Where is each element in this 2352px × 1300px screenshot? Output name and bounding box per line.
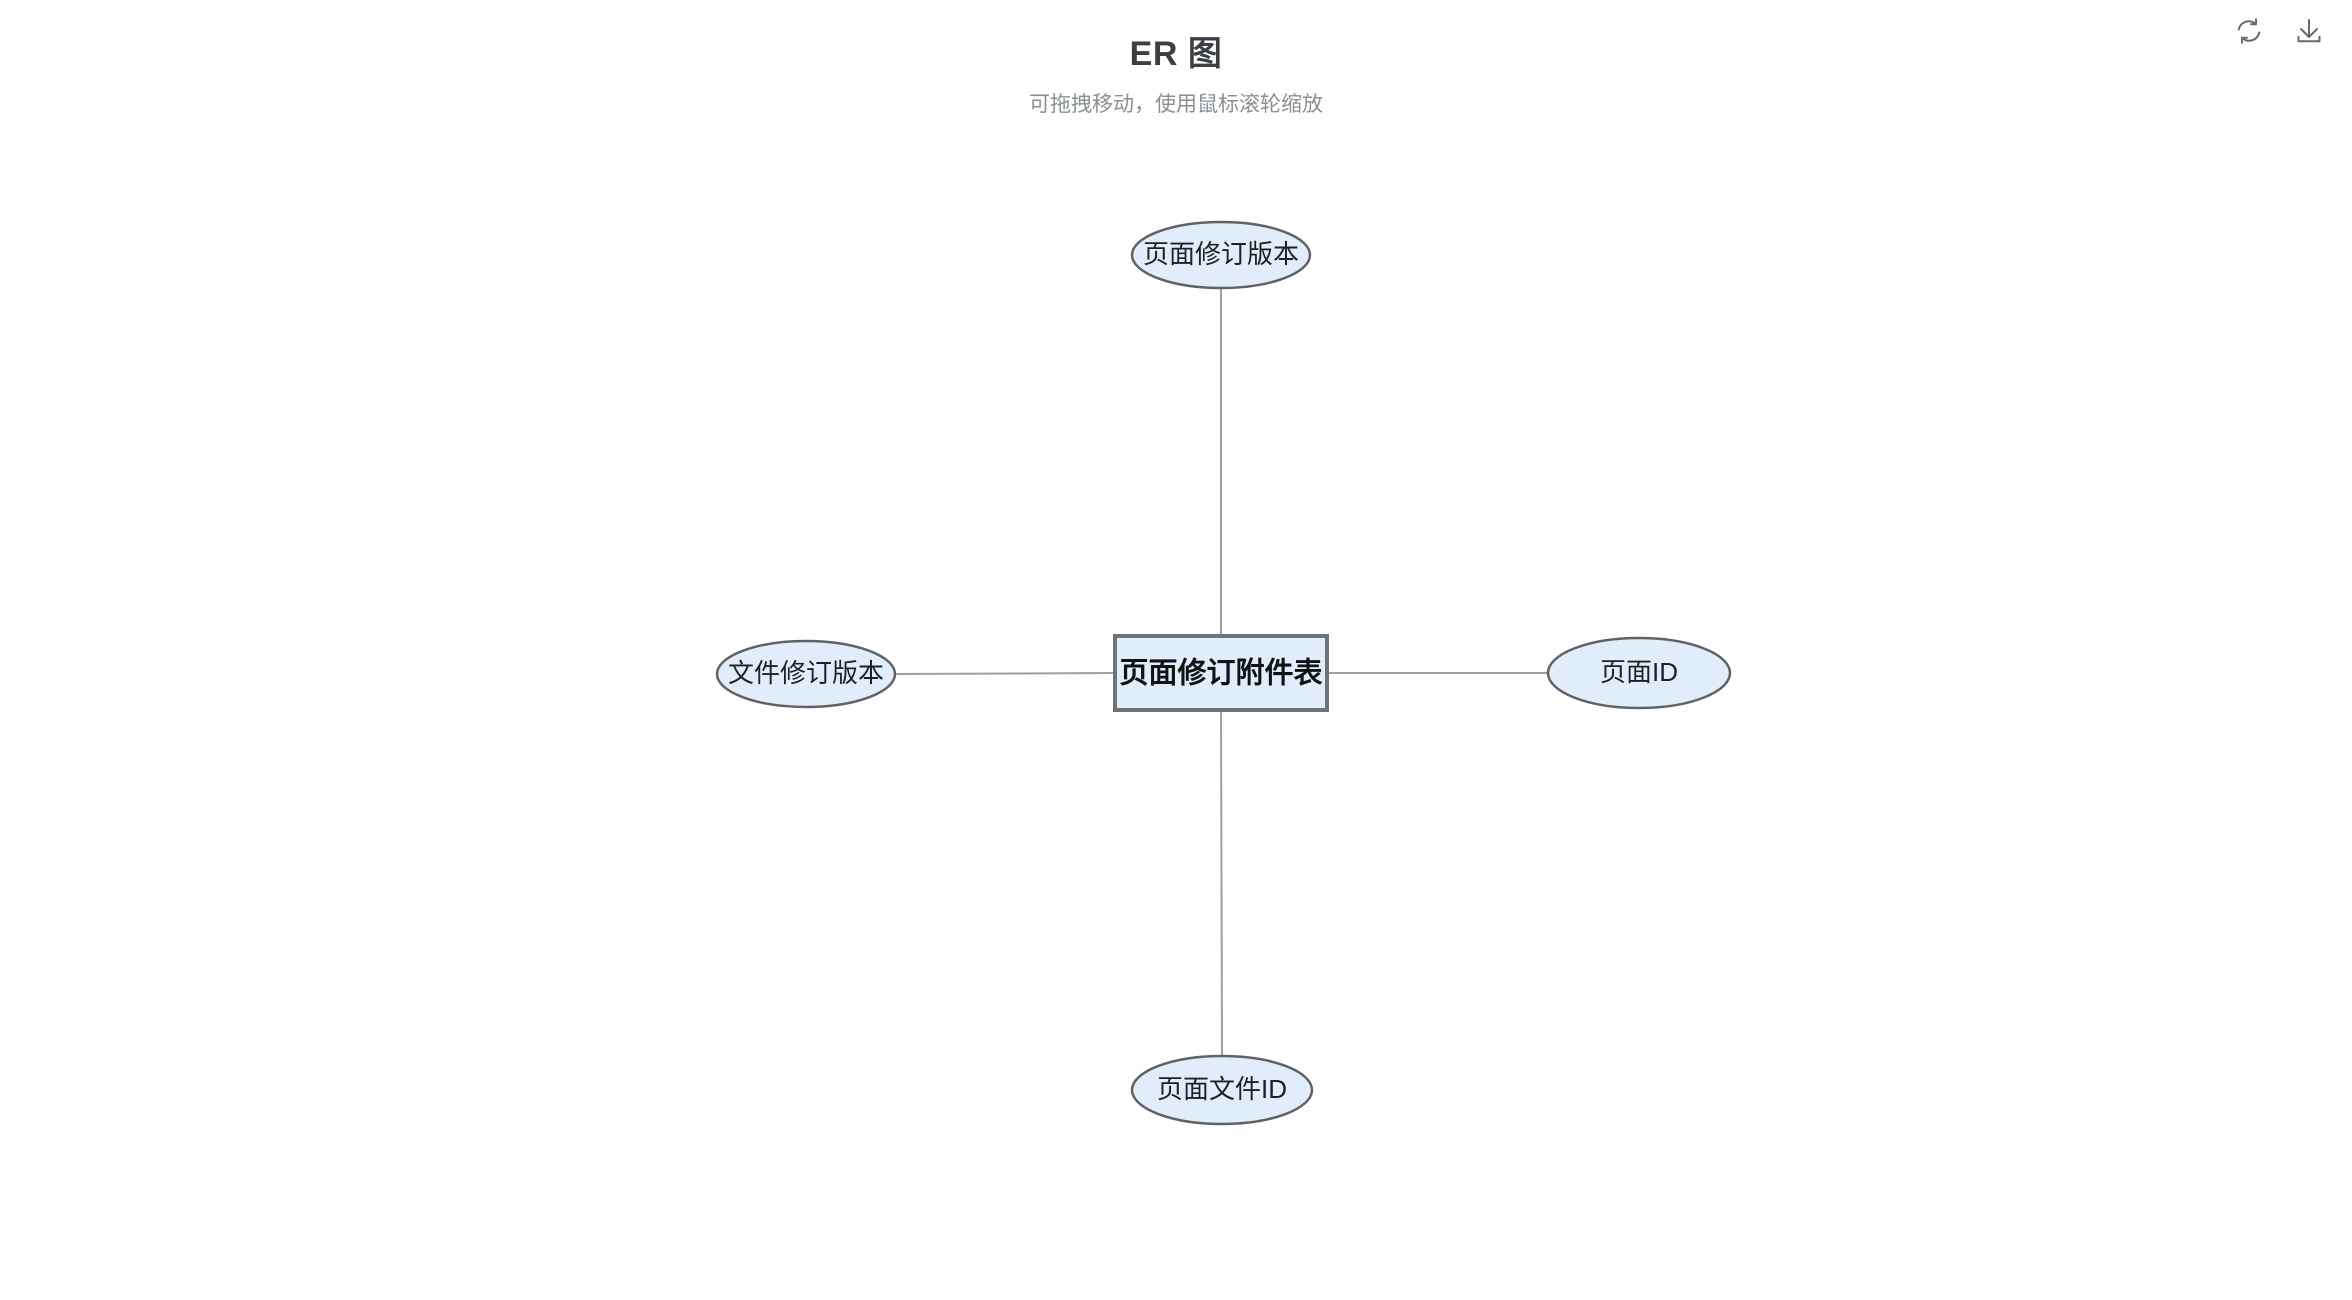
attribute-ellipse[interactable] <box>1130 1054 1314 1126</box>
edge-entity-to-left <box>894 672 1116 675</box>
diagram-toolbar <box>2232 14 2326 48</box>
entity-label: 页面修订附件表 <box>1119 657 1322 690</box>
attribute-label-right: 页面ID <box>1600 657 1678 687</box>
attribute-node-bottom[interactable]: 页面文件ID <box>1130 1054 1314 1126</box>
entity-rect[interactable] <box>1113 634 1329 712</box>
attribute-node-left[interactable]: 文件修订版本 <box>715 639 897 709</box>
attribute-label-left: 文件修订版本 <box>728 658 884 688</box>
attribute-ellipse[interactable] <box>1130 220 1312 290</box>
refresh-icon <box>2234 16 2264 46</box>
edge-layer <box>894 289 1548 1057</box>
download-button[interactable] <box>2292 14 2326 48</box>
attribute-node-top[interactable]: 页面修订版本 <box>1130 220 1312 290</box>
download-icon <box>2294 16 2324 46</box>
entity-node[interactable]: 页面修订附件表 <box>1113 634 1329 712</box>
attribute-node-right[interactable]: 页面ID <box>1546 636 1732 710</box>
attribute-ellipse[interactable] <box>1546 636 1732 710</box>
edge-entity-to-bottom <box>1220 710 1223 1057</box>
attribute-ellipse[interactable] <box>715 639 897 709</box>
refresh-button[interactable] <box>2232 14 2266 48</box>
attribute-label-bottom: 页面文件ID <box>1157 1074 1287 1104</box>
attribute-label-top: 页面修订版本 <box>1143 239 1299 269</box>
